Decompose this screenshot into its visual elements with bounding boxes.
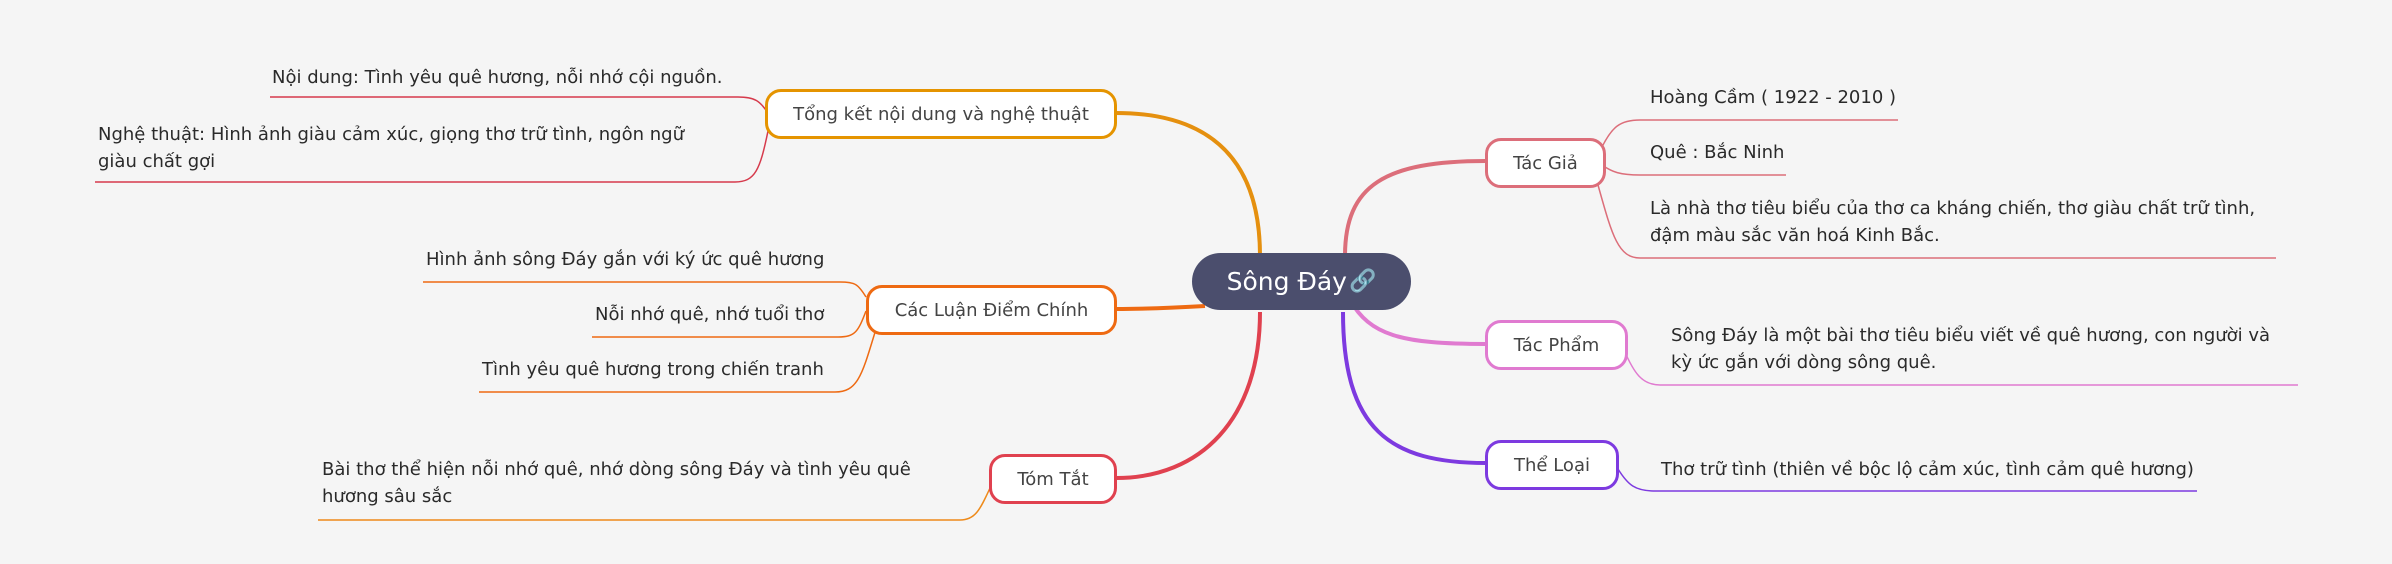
leaf-luan-diem-1: Hình ảnh sông Đáy gắn với ký ức quê hươn… [426, 249, 825, 270]
branch-tac-pham[interactable]: Tác Phẩm [1485, 320, 1628, 370]
branch-luan-diem-label: Các Luận Điểm Chính [894, 299, 1089, 321]
branch-the-loai[interactable]: Thể Loại [1485, 440, 1619, 490]
link-leaf [270, 96, 769, 114]
link-leaf [1601, 119, 1898, 148]
link-leaf [592, 310, 867, 338]
link-icon[interactable]: 🔗 [1348, 269, 1377, 294]
link-leaf [1617, 468, 2197, 492]
branch-tac-gia[interactable]: Tác Giả [1485, 138, 1606, 188]
leaf-tac-gia-que: Quê : Bắc Ninh [1650, 142, 1785, 163]
leaf-tac-gia-name: Hoàng Cầm ( 1922 - 2010 ) [1650, 87, 1897, 108]
leaf-noi-dung: Nội dung: Tình yêu quê hương, nỗi nhớ cộ… [272, 67, 723, 88]
link-tom-tat [1115, 311, 1262, 480]
branch-tac-gia-label: Tác Giả [1513, 152, 1578, 174]
leaf-luan-diem-2: Nỗi nhớ quê, nhớ tuổi thơ [595, 304, 825, 325]
leaf-tac-gia-desc: Là nhà thơ tiêu biểu của thơ ca kháng ch… [1650, 198, 2256, 246]
leaf-the-loai: Thơ trữ tình (thiên về bộc lộ cảm xúc, t… [1661, 459, 2194, 480]
leaf-luan-diem-3: Tình yêu quê hương trong chiến tranh [482, 359, 824, 380]
link-tong-ket [1115, 111, 1262, 257]
leaf-tac-pham: Sông Đáy là một bài thơ tiêu biểu viết v… [1671, 325, 2271, 373]
root-label: Sông Đáy [1226, 267, 1347, 296]
link-tac-pham [1348, 299, 1487, 346]
link-leaf [423, 281, 867, 298]
root-node[interactable]: Sông Đáy🔗 [1192, 253, 1411, 310]
branch-tac-pham-label: Tác Phẩm [1513, 334, 1600, 356]
link-leaf [318, 487, 991, 521]
branch-tong-ket[interactable]: Tổng kết nội dung và nghệ thuật [765, 89, 1117, 139]
branch-tong-ket-label: Tổng kết nội dung và nghệ thuật [793, 103, 1089, 125]
link-luan-diem [1115, 304, 1206, 311]
link-leaf [1601, 164, 1786, 176]
leaf-tom-tat: Bài thơ thể hiện nỗi nhớ quê, nhớ dòng s… [322, 459, 911, 507]
branch-tom-tat-label: Tóm Tắt [1017, 468, 1089, 490]
link-leaf [479, 328, 877, 393]
link-the-loai [1341, 311, 1487, 465]
branch-luan-diem[interactable]: Các Luận Điểm Chính [866, 285, 1117, 335]
link-leaf [1597, 184, 2276, 259]
link-leaf [95, 130, 769, 183]
leaf-nghe-thuat: Nghệ thuật: Hình ảnh giàu cảm xúc, giọng… [98, 124, 684, 172]
branch-tom-tat[interactable]: Tóm Tắt [989, 454, 1117, 504]
link-tac-gia [1343, 159, 1487, 257]
branch-the-loai-label: Thể Loại [1514, 454, 1590, 476]
